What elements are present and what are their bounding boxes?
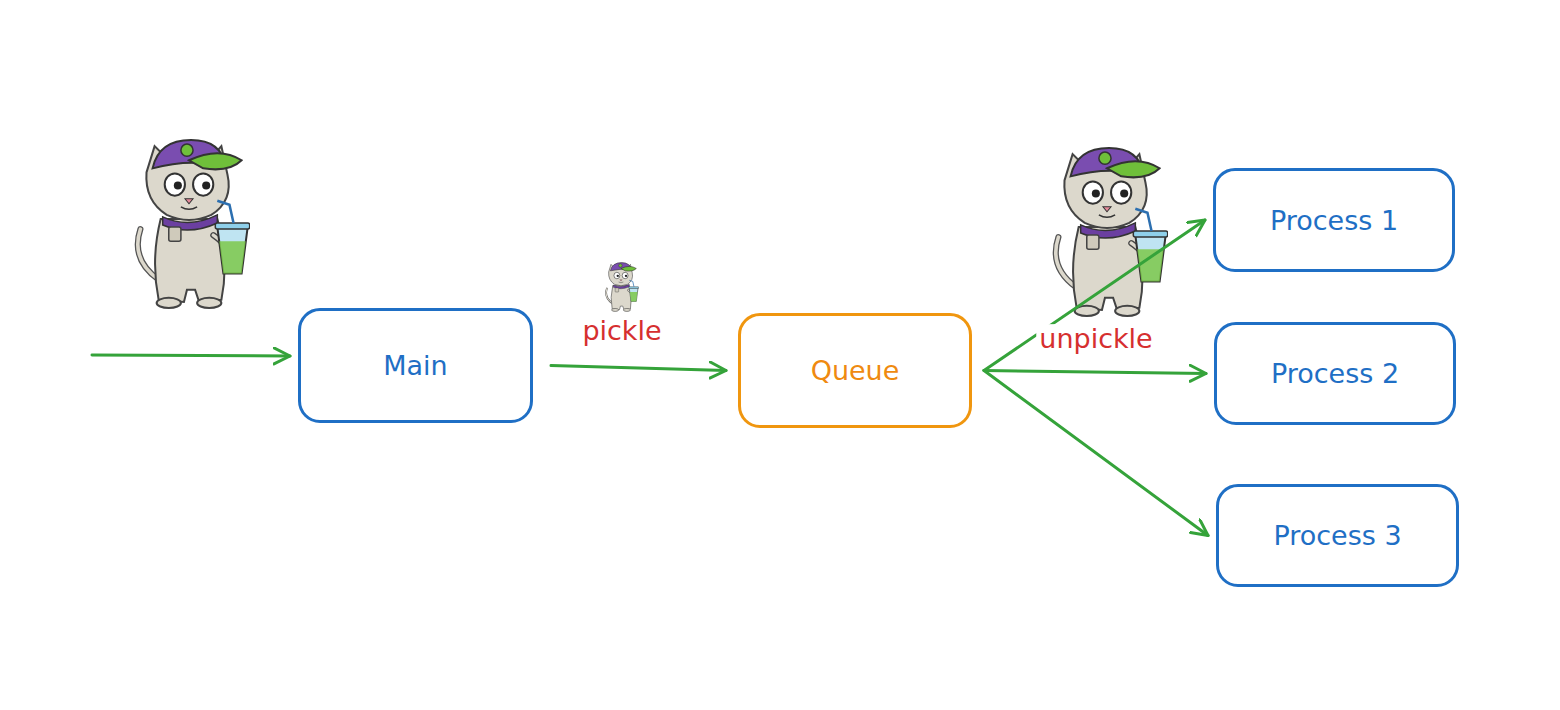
- box-label: Process 1: [1270, 205, 1398, 236]
- process-box: Main: [298, 308, 533, 423]
- process-box: Process 3: [1216, 484, 1459, 587]
- edge-label: unpickle: [1036, 324, 1155, 354]
- box-label: Queue: [811, 355, 900, 386]
- flow-arrow: [984, 371, 1208, 536]
- box-label: Process 2: [1271, 358, 1399, 389]
- process-box: Process 2: [1214, 322, 1456, 425]
- cat-illustration: [1056, 148, 1168, 316]
- entry-arrow: [92, 355, 290, 356]
- flow-arrow: [984, 371, 1206, 374]
- queue-box: Queue: [738, 313, 972, 428]
- cat-illustration: [138, 140, 250, 308]
- flow-arrow: [551, 366, 726, 371]
- edge-label: pickle: [579, 316, 664, 346]
- box-label: Main: [383, 350, 447, 381]
- box-label: Process 3: [1273, 520, 1401, 551]
- flow-arrow: [984, 220, 1205, 371]
- cat-illustration-small: [606, 263, 639, 312]
- process-box: Process 1: [1213, 168, 1455, 272]
